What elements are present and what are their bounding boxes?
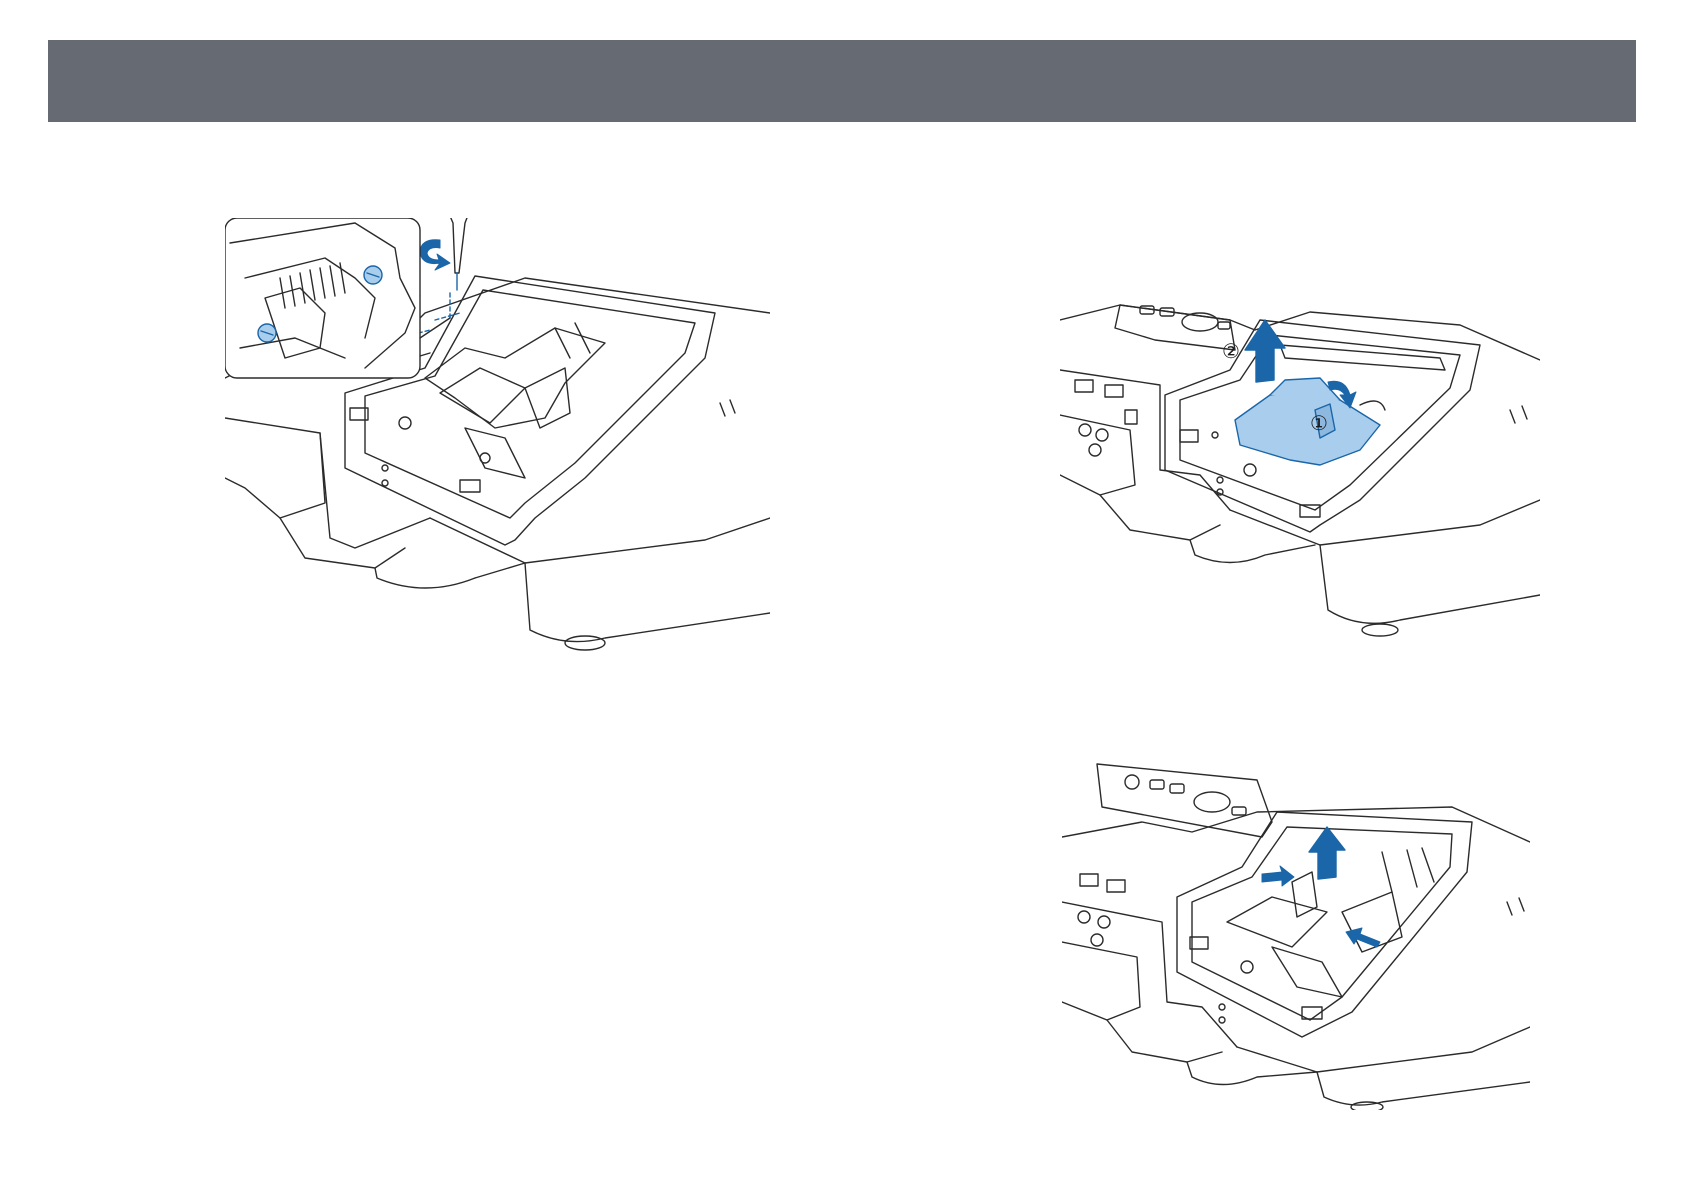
rotate-arrow-icon — [420, 240, 450, 270]
callout-step-1: ① — [1310, 411, 1328, 435]
callout-step-2: ② — [1222, 339, 1240, 363]
zoom-inset — [225, 218, 420, 378]
push-arrow-icon-right — [1346, 928, 1380, 947]
projector-body — [1062, 764, 1530, 1110]
figure-insert-new-lamp — [1062, 762, 1530, 1110]
push-arrow-icon-left — [1262, 866, 1294, 886]
projector-body — [1060, 305, 1540, 636]
page-header-bar — [48, 40, 1636, 122]
figure-remove-lamp-cover-screws — [225, 218, 770, 658]
up-arrow-icon — [1309, 827, 1345, 879]
screwdriver-icon — [450, 218, 470, 290]
figure-lift-lamp-handle: ② ① — [1060, 300, 1540, 650]
up-arrow-icon — [1245, 320, 1285, 382]
